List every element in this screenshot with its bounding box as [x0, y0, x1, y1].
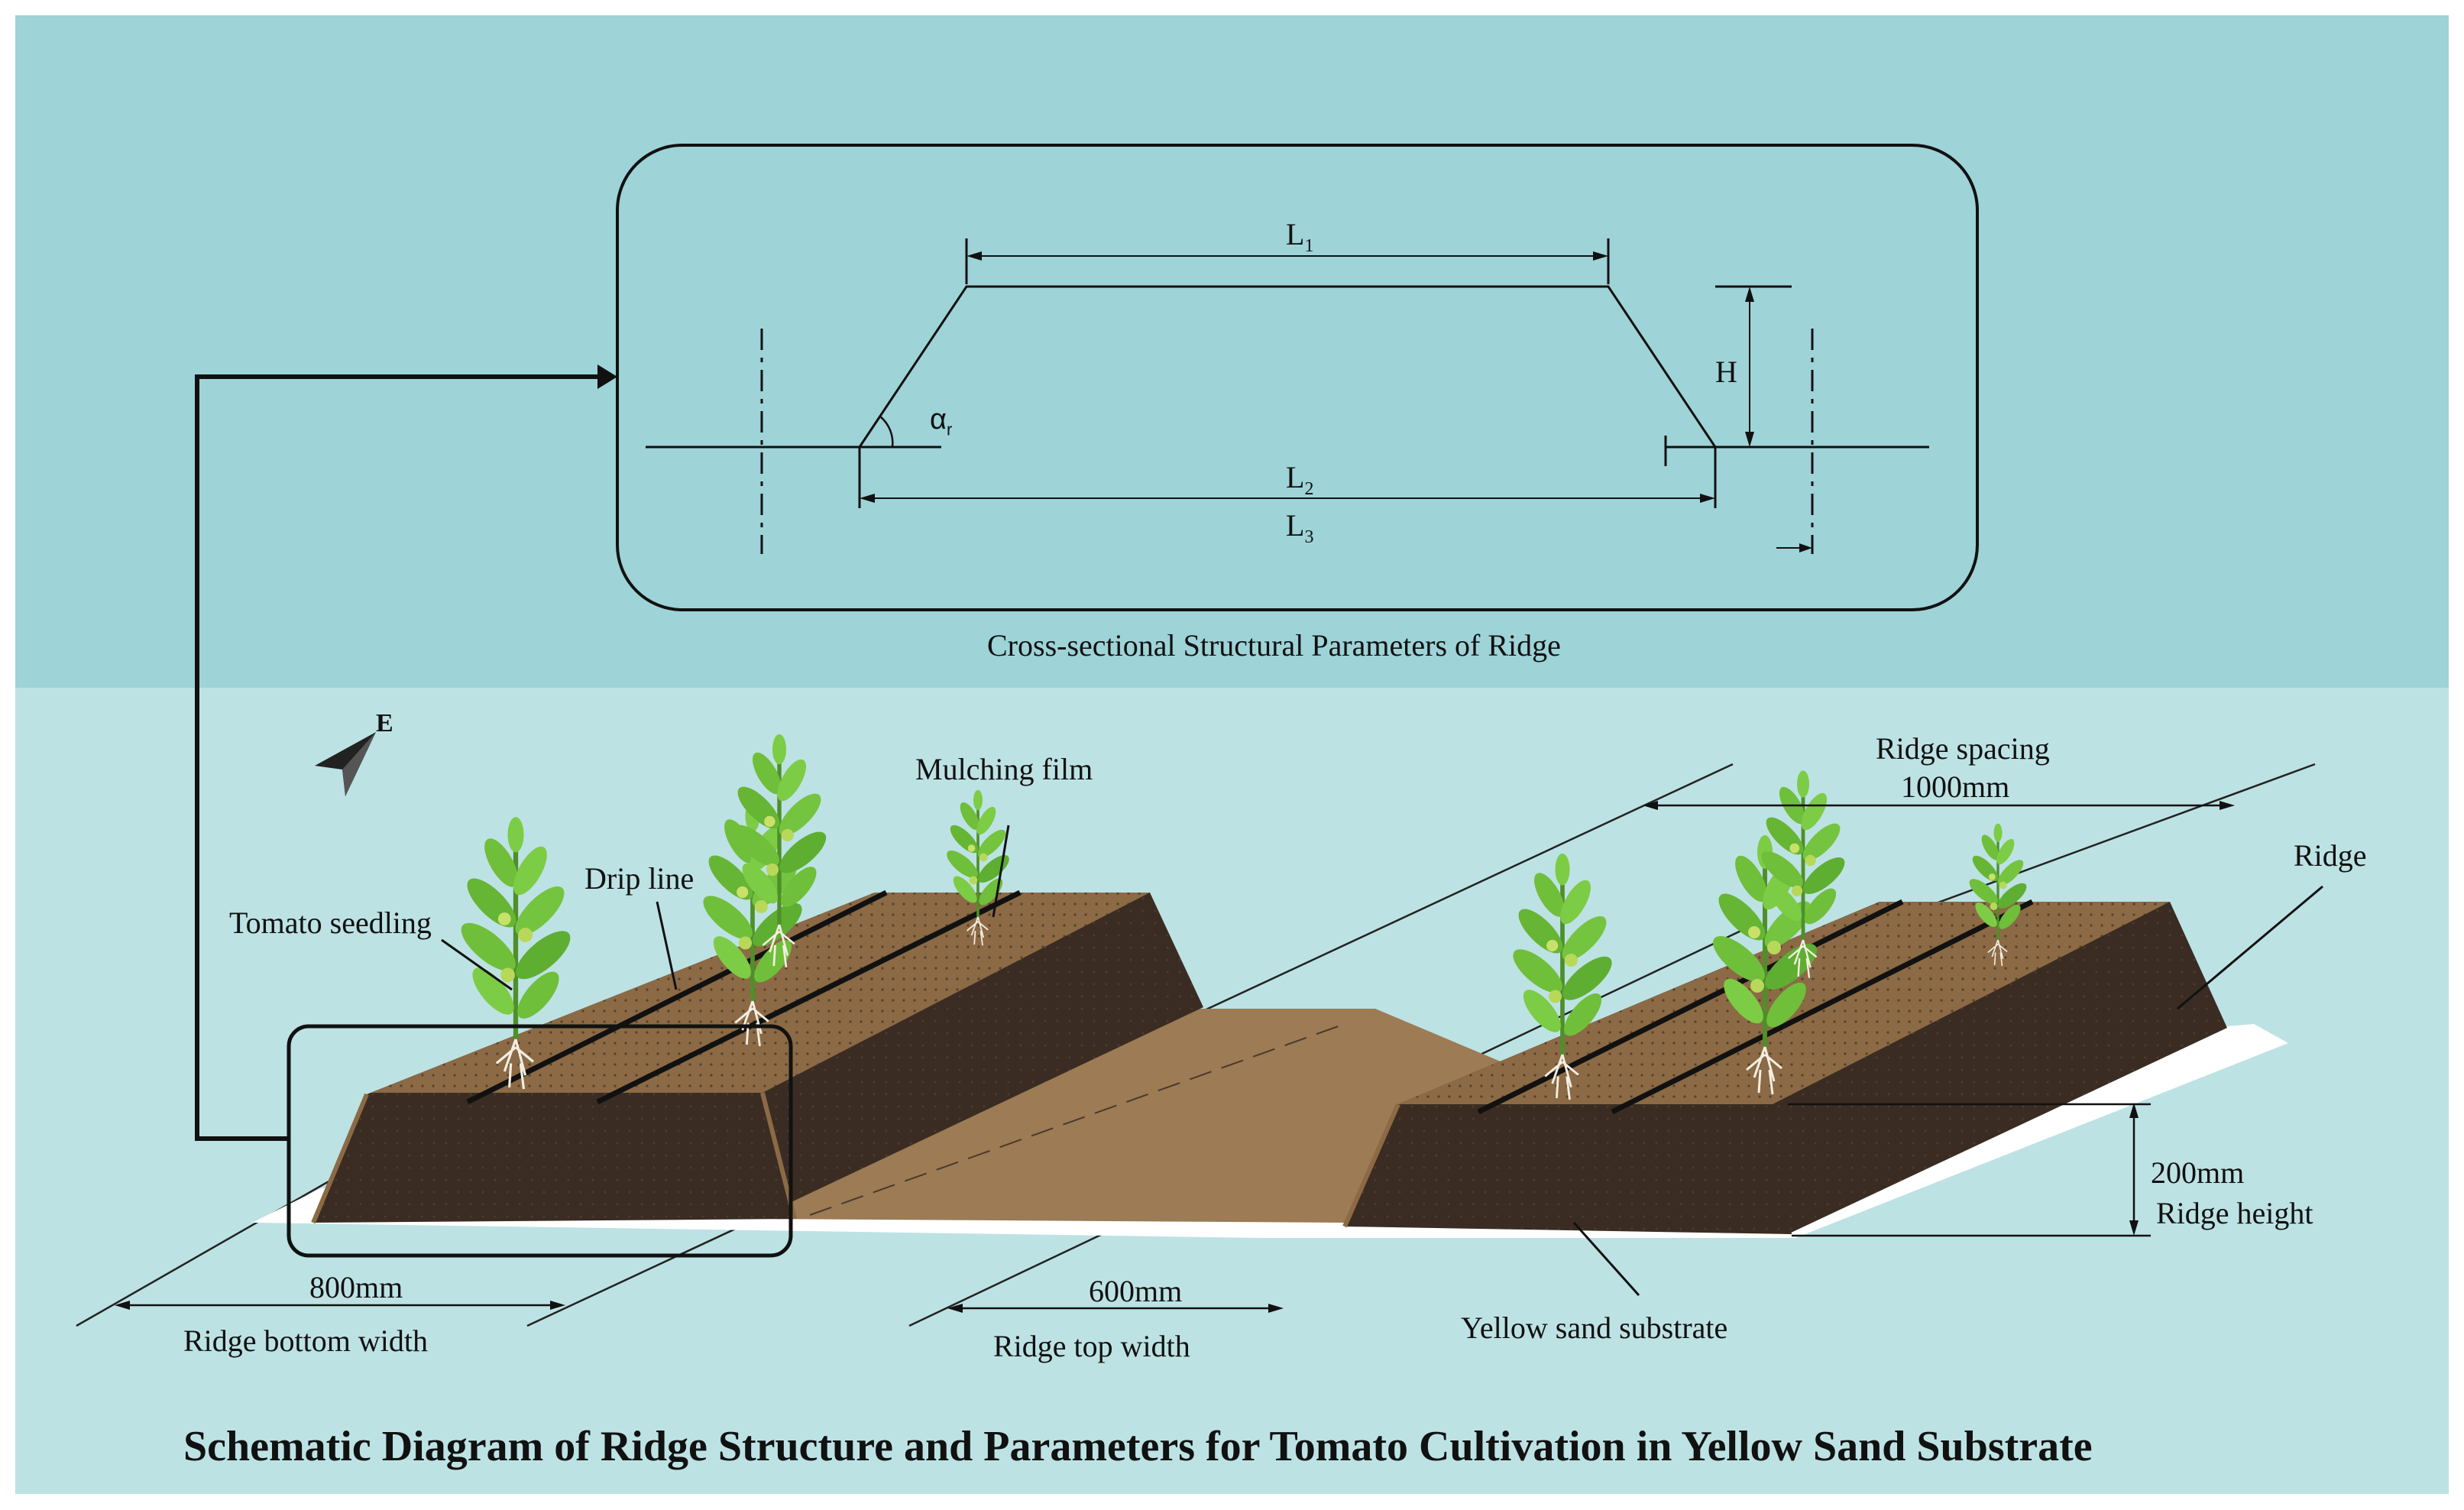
furrow	[764, 1009, 1520, 1223]
upper-panel	[15, 15, 2449, 688]
leader-lines	[441, 825, 2323, 1297]
label-bottom-width-value: 800mm	[309, 1270, 403, 1304]
label-top-width-value: 600mm	[1089, 1274, 1183, 1308]
furrow-centerline	[809, 1023, 1345, 1216]
label-ridge-spacing: Ridge spacing	[1876, 731, 2050, 766]
label-yellow-sand: Yellow sand substrate	[1461, 1311, 1728, 1345]
label-top-width: Ridge top width	[993, 1329, 1190, 1363]
dimension-arrows	[115, 801, 2235, 1313]
cross-section-box	[616, 144, 1979, 611]
label-L1: L1	[1286, 217, 1314, 256]
label-L2: L2	[1286, 460, 1314, 499]
compass-label: E	[376, 709, 393, 737]
label-tomato-seedling: Tomato seedling	[229, 906, 432, 940]
cross-section-drawing	[646, 238, 1929, 554]
label-alpha: αr	[930, 403, 953, 439]
label-ridge-spacing-value: 1000mm	[1901, 770, 2010, 804]
label-mulching-film: Mulching film	[915, 752, 1093, 786]
label-L3: L3	[1286, 508, 1314, 547]
inset-caption: Cross-sectional Structural Parameters of…	[987, 628, 1561, 663]
connector-arrow	[195, 365, 617, 1141]
label-ridge-height-value: 200mm	[2151, 1155, 2245, 1190]
compass-arrow-icon	[315, 732, 376, 796]
left-ridge	[311, 893, 1203, 1224]
drip-lines	[466, 889, 2034, 1115]
label-drip-line: Drip line	[584, 861, 695, 896]
cross-section-highlight	[287, 1024, 793, 1258]
figure-title: Schematic Diagram of Ridge Structure and…	[183, 1423, 2093, 1470]
label-ridge-height: Ridge height	[2156, 1196, 2313, 1230]
label-ridge: Ridge	[2294, 838, 2367, 873]
label-H: H	[1715, 355, 1737, 389]
label-bottom-width: Ridge bottom width	[183, 1324, 428, 1358]
